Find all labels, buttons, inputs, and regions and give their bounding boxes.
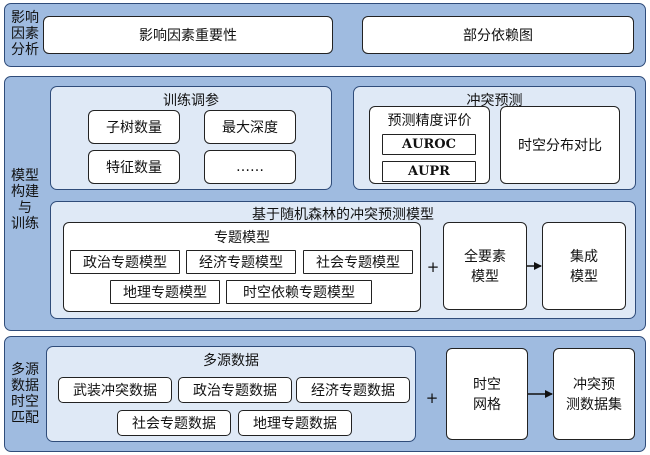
tuning-item: 子树数量: [88, 110, 180, 144]
analysis-row-label: 影响 因素 分析: [6, 10, 44, 58]
ensemble-line: 模型: [570, 269, 598, 285]
dataset-line: 冲突预: [573, 377, 615, 393]
all-factor-line: 模型: [471, 269, 499, 285]
source-data-item: 经济专题数据: [296, 377, 410, 403]
data-label-line: 多源: [11, 362, 39, 378]
source-data-item: 政治专题数据: [178, 377, 292, 403]
metric-auroc: AUROC: [382, 134, 476, 155]
partial-dependence-box: 部分依赖图: [362, 16, 634, 54]
spatiotemporal-grid-box: 时空 网格: [446, 348, 528, 440]
modeling-label-line: 与: [18, 200, 32, 216]
tuning-title: 训练调参: [163, 93, 219, 109]
modeling-label-line: 训练: [11, 216, 39, 232]
tuning-item: ……: [204, 150, 296, 184]
prediction-title: 冲突预测: [466, 93, 523, 109]
grid-line: 网格: [473, 397, 501, 413]
thematic-model-item: 时空依赖专题模型: [226, 280, 372, 304]
analysis-label-line: 影响: [11, 10, 39, 26]
data-label-line: 时空: [11, 394, 39, 410]
importance-box: 影响因素重要性: [43, 16, 333, 54]
modeling-row-label: 模型 构建 与 训练: [6, 168, 44, 232]
thematic-model-item: 社会专题模型: [303, 250, 413, 274]
prediction-dataset-box: 冲突预 测数据集: [553, 348, 635, 440]
analysis-label-line: 分析: [11, 42, 39, 58]
data-label-line: 匹配: [11, 410, 39, 426]
source-data-item: 武装冲突数据: [58, 377, 172, 403]
multisource-title: 多源数据: [203, 353, 259, 369]
all-factor-line: 全要素: [464, 249, 506, 265]
thematic-model-item: 地理专题模型: [110, 280, 220, 304]
modeling-label-line: 构建: [11, 184, 39, 200]
modeling-label-line: 模型: [11, 168, 39, 184]
data-row-label: 多源 数据 时空 匹配: [6, 362, 44, 426]
dataset-line: 测数据集: [566, 397, 622, 413]
tuning-item: 最大深度: [204, 110, 296, 144]
ensemble-model-box: 集成 模型: [542, 222, 626, 310]
thematic-title: 专题模型: [214, 230, 270, 246]
plus-sign: +: [426, 258, 440, 276]
data-label-line: 数据: [11, 378, 39, 394]
source-data-item: 社会专题数据: [117, 410, 231, 436]
accuracy-title: 预测精度评价: [387, 113, 472, 129]
metric-aupr: AUPR: [382, 161, 476, 182]
ensemble-line: 集成: [570, 249, 598, 265]
plus-sign: +: [425, 389, 439, 407]
thematic-model-item: 经济专题模型: [186, 250, 296, 274]
spatiotemporal-compare-box: 时空分布对比: [500, 106, 620, 184]
all-factor-model-box: 全要素 模型: [443, 222, 527, 310]
tuning-item: 特征数量: [88, 150, 180, 184]
analysis-label-line: 因素: [11, 26, 39, 42]
thematic-model-item: 政治专题模型: [70, 250, 180, 274]
source-data-item: 地理专题数据: [238, 410, 352, 436]
rf-model-title: 基于随机森林的冲突预测模型: [252, 207, 434, 223]
grid-line: 时空: [473, 377, 501, 393]
